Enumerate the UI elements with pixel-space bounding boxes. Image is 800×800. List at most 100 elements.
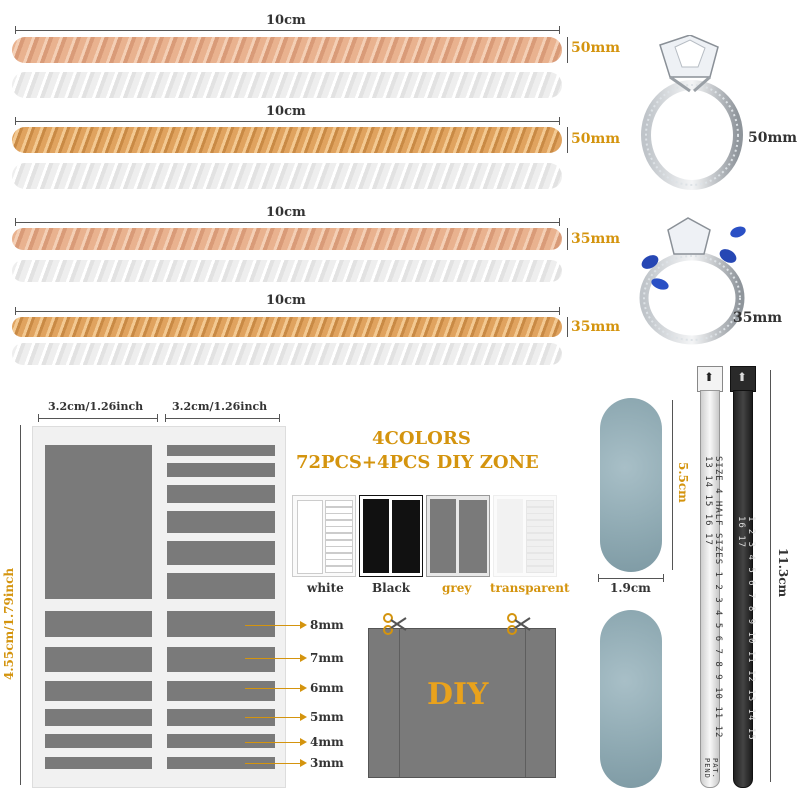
spiral-strip-clear — [12, 72, 562, 98]
sticker-pad[interactable] — [167, 757, 275, 769]
sticker-pad[interactable] — [45, 734, 152, 748]
swatch-grey[interactable] — [426, 495, 490, 577]
size-arrow — [245, 654, 307, 662]
arrow-up-icon: ⬆ — [704, 370, 715, 384]
scissors-icon — [507, 613, 531, 635]
ring-image-solitaire — [641, 35, 743, 190]
emery-width-label: 1.9cm — [610, 581, 651, 595]
sheet-height-line — [20, 425, 21, 785]
pad-size-label: 4mm — [310, 735, 344, 749]
swatch-strip — [526, 546, 554, 554]
sticker-pad[interactable] — [167, 709, 275, 726]
swatch-label-transparent: transparent — [490, 581, 570, 595]
swatch-strip — [392, 533, 420, 540]
swatch-label-grey: grey — [442, 581, 472, 595]
swatch-strip — [459, 546, 487, 554]
size-label: 50mm — [571, 131, 621, 147]
sticker-pad[interactable] — [45, 709, 152, 726]
sticker-pad[interactable] — [167, 647, 275, 672]
sticker-pad[interactable] — [167, 511, 275, 533]
swatch-strip — [459, 539, 487, 547]
length-label: 10cm — [266, 293, 306, 308]
swatch-strip — [526, 539, 554, 547]
spiral-strip-peach — [12, 228, 562, 250]
spiral-strip-amber — [12, 317, 562, 337]
swatch-strip — [459, 500, 487, 507]
sticker-pad[interactable] — [45, 611, 152, 637]
swatch-strip — [325, 519, 353, 527]
sticker-pad[interactable] — [167, 541, 275, 565]
colors-title-line1: 4COLORS — [372, 428, 471, 449]
pad-size-label: 3mm — [310, 756, 344, 770]
ring-size-label: 35mm — [733, 310, 783, 326]
column-width-line-right — [165, 414, 280, 422]
pad-size-label: 6mm — [310, 681, 344, 695]
swatch-strip — [526, 559, 554, 567]
swatch-strip — [459, 533, 487, 540]
scissors-icon — [383, 613, 407, 635]
swatch-strip — [526, 519, 554, 527]
sticker-pad[interactable] — [167, 573, 275, 599]
swatch-strip — [526, 533, 554, 540]
length-label: 10cm — [266, 205, 306, 220]
ring-image-sapphire — [639, 217, 746, 345]
size-bracket — [567, 127, 568, 153]
swatch-strip — [459, 552, 487, 560]
sticker-pad[interactable] — [167, 611, 275, 637]
swatch-strip — [392, 513, 420, 521]
spiral-strip-clear — [12, 343, 562, 365]
swatch-strip — [526, 552, 554, 560]
swatch-strip — [392, 519, 420, 527]
sticker-pad[interactable] — [167, 681, 275, 701]
sticker-pad[interactable] — [167, 485, 275, 503]
swatch-strip — [325, 559, 353, 567]
swatch-strip — [459, 519, 487, 527]
sticker-pad[interactable] — [167, 734, 275, 748]
swatch-strip — [526, 513, 554, 521]
spiral-strip-clear — [12, 260, 562, 282]
spiral-strip-amber — [12, 127, 562, 153]
swatch-transparent[interactable] — [493, 495, 557, 577]
sticker-pad[interactable] — [45, 681, 152, 701]
arrow-up-icon: ⬆ — [737, 370, 748, 384]
swatch-strip — [392, 539, 420, 547]
sizer-length-line — [770, 370, 771, 782]
swatch-strip — [526, 526, 554, 534]
sizer-scale-text: SIZE 4 HALF SIZES 1 2 3 4 5 6 7 8 9 10 1… — [703, 456, 723, 739]
swatch-strip — [392, 526, 420, 534]
diy-label: DIY — [427, 677, 489, 712]
size-arrow — [245, 621, 307, 629]
sizer-scale-text: 1 2 3 4 5 6 7 8 9 10 11 12 13 14 15 16 1… — [736, 516, 756, 741]
swatch-strip — [392, 546, 420, 554]
column-width-line-left — [38, 414, 158, 422]
swatch-strip — [325, 506, 353, 514]
swatch-strip — [325, 566, 353, 573]
swatch-strip — [325, 513, 353, 521]
sticker-pad-large[interactable] — [45, 445, 152, 599]
swatch-strip — [459, 566, 487, 573]
length-dimension-line — [15, 218, 560, 226]
length-dimension-line — [15, 117, 560, 125]
sticker-pad[interactable] — [167, 445, 275, 456]
size-arrow — [245, 713, 307, 721]
swatch-strip — [392, 500, 420, 507]
emery-pad — [600, 398, 662, 572]
swatch-label-black: Black — [372, 581, 411, 595]
swatch-white[interactable] — [292, 495, 356, 577]
emery-height-line — [672, 400, 673, 570]
swatch-strip — [459, 559, 487, 567]
size-arrow — [245, 684, 307, 692]
diy-sheet[interactable]: DIY — [368, 628, 556, 778]
sticker-pad[interactable] — [45, 757, 152, 769]
colors-title-line2: 72PCS+4PCS DIY ZONE — [296, 452, 539, 473]
sticker-pad[interactable] — [45, 647, 152, 672]
swatch-black[interactable] — [359, 495, 423, 577]
sticker-pad[interactable] — [167, 463, 275, 477]
swatch-strip — [526, 500, 554, 507]
pad-size-label: 7mm — [310, 651, 344, 665]
swatch-strip — [459, 526, 487, 534]
column-width-label-left: 3.2cm/1.26inch — [48, 400, 144, 413]
ring-sizer-white: ⬆ SIZE 4 HALF SIZES 1 2 3 4 5 6 7 8 9 10… — [697, 366, 723, 788]
sticker-sheet — [32, 426, 286, 788]
swatch-strip — [325, 539, 353, 547]
